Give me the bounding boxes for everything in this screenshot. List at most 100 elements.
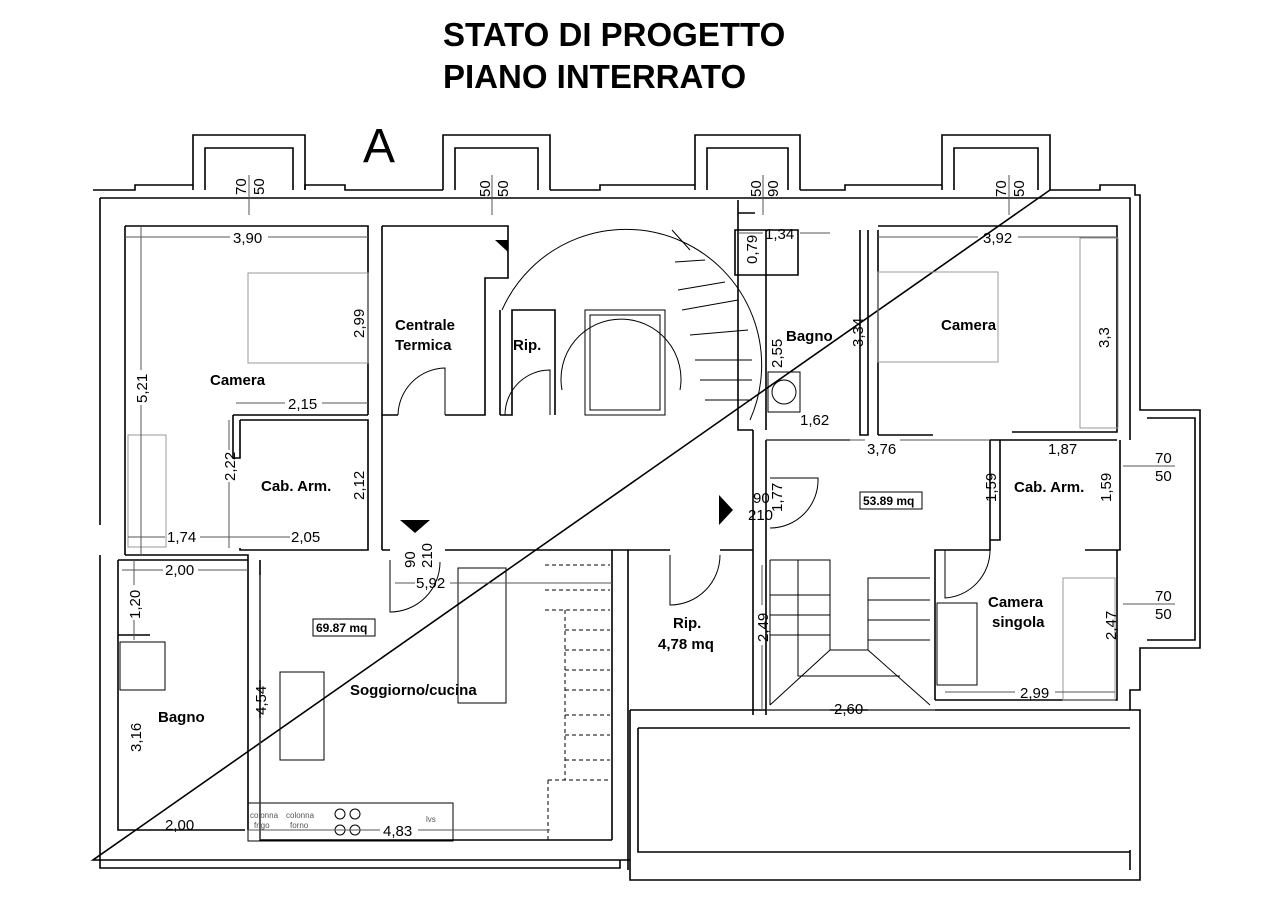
room-label-camera-right: Camera [941, 317, 997, 334]
dimension: 2,05 [291, 529, 320, 546]
oven-label-2: forno [290, 821, 309, 830]
room-label-camera-singola-2: singola [992, 614, 1045, 631]
plan-title: STATO DI PROGETTO [443, 16, 785, 53]
window-width: 70 [233, 178, 250, 195]
room-label-centrale-termica-2: Termica [395, 337, 452, 354]
door-width: 90 [753, 490, 770, 507]
window-width: 50 [477, 180, 494, 197]
dimension-lines [122, 226, 1117, 840]
sink-basin-icon [771, 379, 797, 405]
fridge-label-2: frigo [254, 821, 270, 830]
window-width: 70 [1155, 588, 1172, 605]
window-height: 50 [251, 178, 268, 195]
dimension: 3,34 [850, 318, 867, 347]
room-area-rip-bottom: 4,78 mq [658, 636, 714, 653]
double-bed-left [247, 272, 369, 364]
dimension: 1,62 [800, 412, 829, 429]
desk [936, 602, 978, 686]
area-left-unit: 69.87 mq [316, 621, 367, 635]
stove-icon [334, 808, 361, 836]
sink-right [767, 371, 801, 413]
dimension: 2,00 [165, 817, 194, 834]
room-label-rip-top: Rip. [513, 337, 541, 354]
area-box-right [859, 491, 923, 510]
double-bed-right [877, 271, 999, 363]
window-height: 50 [495, 180, 512, 197]
door-height: 210 [748, 507, 773, 524]
dimension: 1,34 [765, 226, 794, 243]
doors [389, 367, 991, 613]
dimension: 2,22 [222, 452, 239, 481]
window-width: 70 [1155, 450, 1172, 467]
spiral-stair [501, 228, 763, 421]
kitchen-counter [247, 802, 454, 842]
dimension: 0,79 [744, 235, 761, 264]
stair-soggiorno [545, 564, 610, 840]
dimension: 2,00 [165, 562, 194, 579]
room-label-camera-singola: Camera [988, 594, 1044, 611]
dimension: 4,54 [253, 686, 270, 715]
dimension: 3,76 [867, 441, 896, 458]
section-marker: A [363, 120, 395, 173]
outer-walls [90, 184, 1201, 881]
dimension: 5,92 [416, 575, 445, 592]
dimension: 2,49 [755, 613, 772, 642]
window-width: 50 [748, 180, 765, 197]
window-height: 90 [765, 180, 782, 197]
window-height: 50 [1155, 606, 1172, 623]
dimension: 3,92 [983, 230, 1012, 247]
dimension: 1,59 [1098, 473, 1115, 502]
dimension: 1,77 [769, 483, 786, 512]
wardrobe-left [127, 434, 167, 548]
straight-stair [769, 559, 931, 706]
window-height: 50 [1011, 180, 1028, 197]
room-label-camera-left: Camera [210, 372, 266, 389]
dimension: 3,16 [128, 723, 145, 752]
single-bed [1062, 577, 1116, 701]
room-label-soggiorno: Soggiorno/cucina [350, 682, 477, 699]
furniture: colonna frigo colonna forno lvs [119, 237, 1119, 842]
shower [119, 641, 166, 691]
interior-walls [117, 200, 1121, 870]
window-tags: 70 50 50 50 50 90 70 50 70 50 70 50 [233, 175, 1175, 623]
dimension: 2,15 [288, 396, 317, 413]
window-width: 70 [993, 180, 1010, 197]
window-bays [192, 134, 1051, 190]
dimension: 4,83 [383, 823, 412, 840]
entrance-arrow-icon [400, 520, 430, 533]
oven-label: colonna [286, 811, 315, 820]
dimension: 2,60 [834, 701, 863, 718]
dimension: 1,59 [983, 473, 1000, 502]
dimension: 3,3 [1096, 327, 1113, 348]
room-label-cab-arm-left: Cab. Arm. [261, 478, 331, 495]
flue-icon [495, 240, 508, 252]
door-width: 90 [402, 551, 419, 568]
dimension: 1,20 [127, 590, 144, 619]
sink-label: lvs [426, 815, 436, 824]
sofa [457, 567, 507, 704]
plan-subtitle: PIANO INTERRATO [443, 58, 746, 95]
dimension: 2,99 [351, 309, 368, 338]
dimension: 2,99 [1020, 685, 1049, 702]
area-right-unit: 53.89 mq [863, 494, 914, 508]
dining-table [279, 671, 325, 761]
dimension: 3,90 [233, 230, 262, 247]
dimension: 1,74 [167, 529, 196, 546]
entrance-arrow-icon [719, 495, 733, 525]
door-tags: 90 210 90 210 [402, 490, 773, 568]
dimension: 2,55 [769, 339, 786, 368]
area-box-left [312, 618, 376, 637]
window-height: 50 [1155, 468, 1172, 485]
room-label-cab-arm-right: Cab. Arm. [1014, 479, 1084, 496]
dimension: 2,12 [351, 471, 368, 500]
dimension: 2,47 [1103, 611, 1120, 640]
wardrobe-right [1079, 237, 1119, 429]
door-height: 210 [419, 543, 436, 568]
dimension: 5,21 [134, 374, 151, 403]
fridge-label: colonna [250, 811, 279, 820]
room-label-centrale-termica: Centrale [395, 317, 455, 334]
room-label-bagno-left: Bagno [158, 709, 205, 726]
dimension: 1,87 [1048, 441, 1077, 458]
room-label-bagno-right: Bagno [786, 328, 833, 345]
room-label-rip-bottom: Rip. [673, 615, 701, 632]
